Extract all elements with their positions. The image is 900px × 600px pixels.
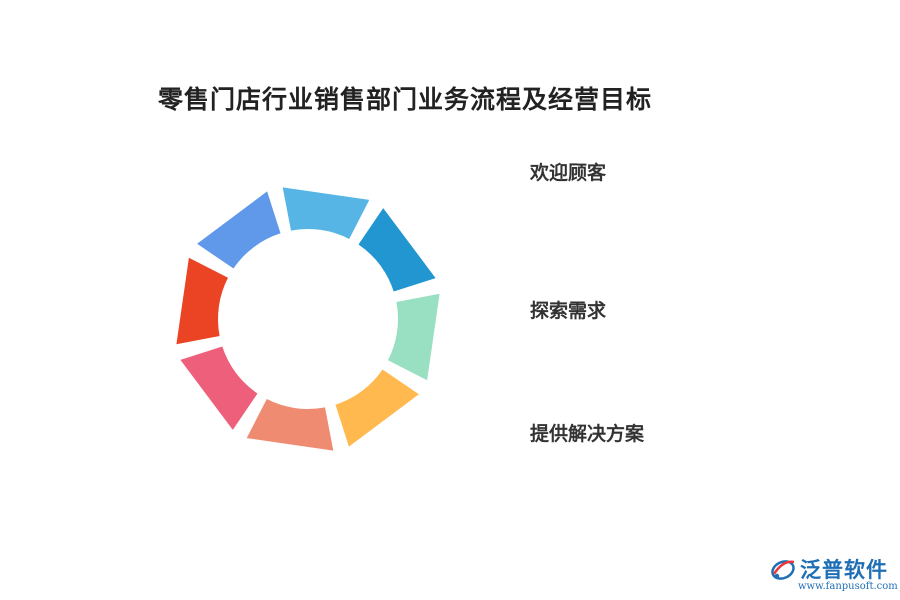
ring-segment-5 bbox=[246, 399, 334, 451]
ring-segment-3 bbox=[388, 293, 440, 381]
step-label-welcome: 欢迎顾客 bbox=[530, 162, 607, 184]
ring-segments bbox=[176, 187, 440, 451]
step-label-explore-needs: 探索需求 bbox=[530, 300, 607, 322]
logo-url: www.fanpusoft.com bbox=[798, 581, 898, 592]
ring-segment-8 bbox=[197, 191, 281, 269]
page-title: 零售门店行业销售部门业务流程及经营目标 bbox=[158, 85, 653, 114]
logo-icon bbox=[771, 560, 795, 580]
ring-segment-1 bbox=[282, 187, 370, 239]
ring-segment-4 bbox=[335, 369, 419, 447]
ring-segment-6 bbox=[180, 346, 258, 430]
ring-segment-2 bbox=[358, 208, 436, 292]
ring-segment-7 bbox=[176, 257, 228, 345]
step-label-provide-solution: 提供解决方案 bbox=[530, 423, 645, 445]
logo-name: 泛普软件 bbox=[800, 558, 888, 582]
brand-logo: 泛普软件 www.fanpusoft.com bbox=[768, 552, 898, 596]
